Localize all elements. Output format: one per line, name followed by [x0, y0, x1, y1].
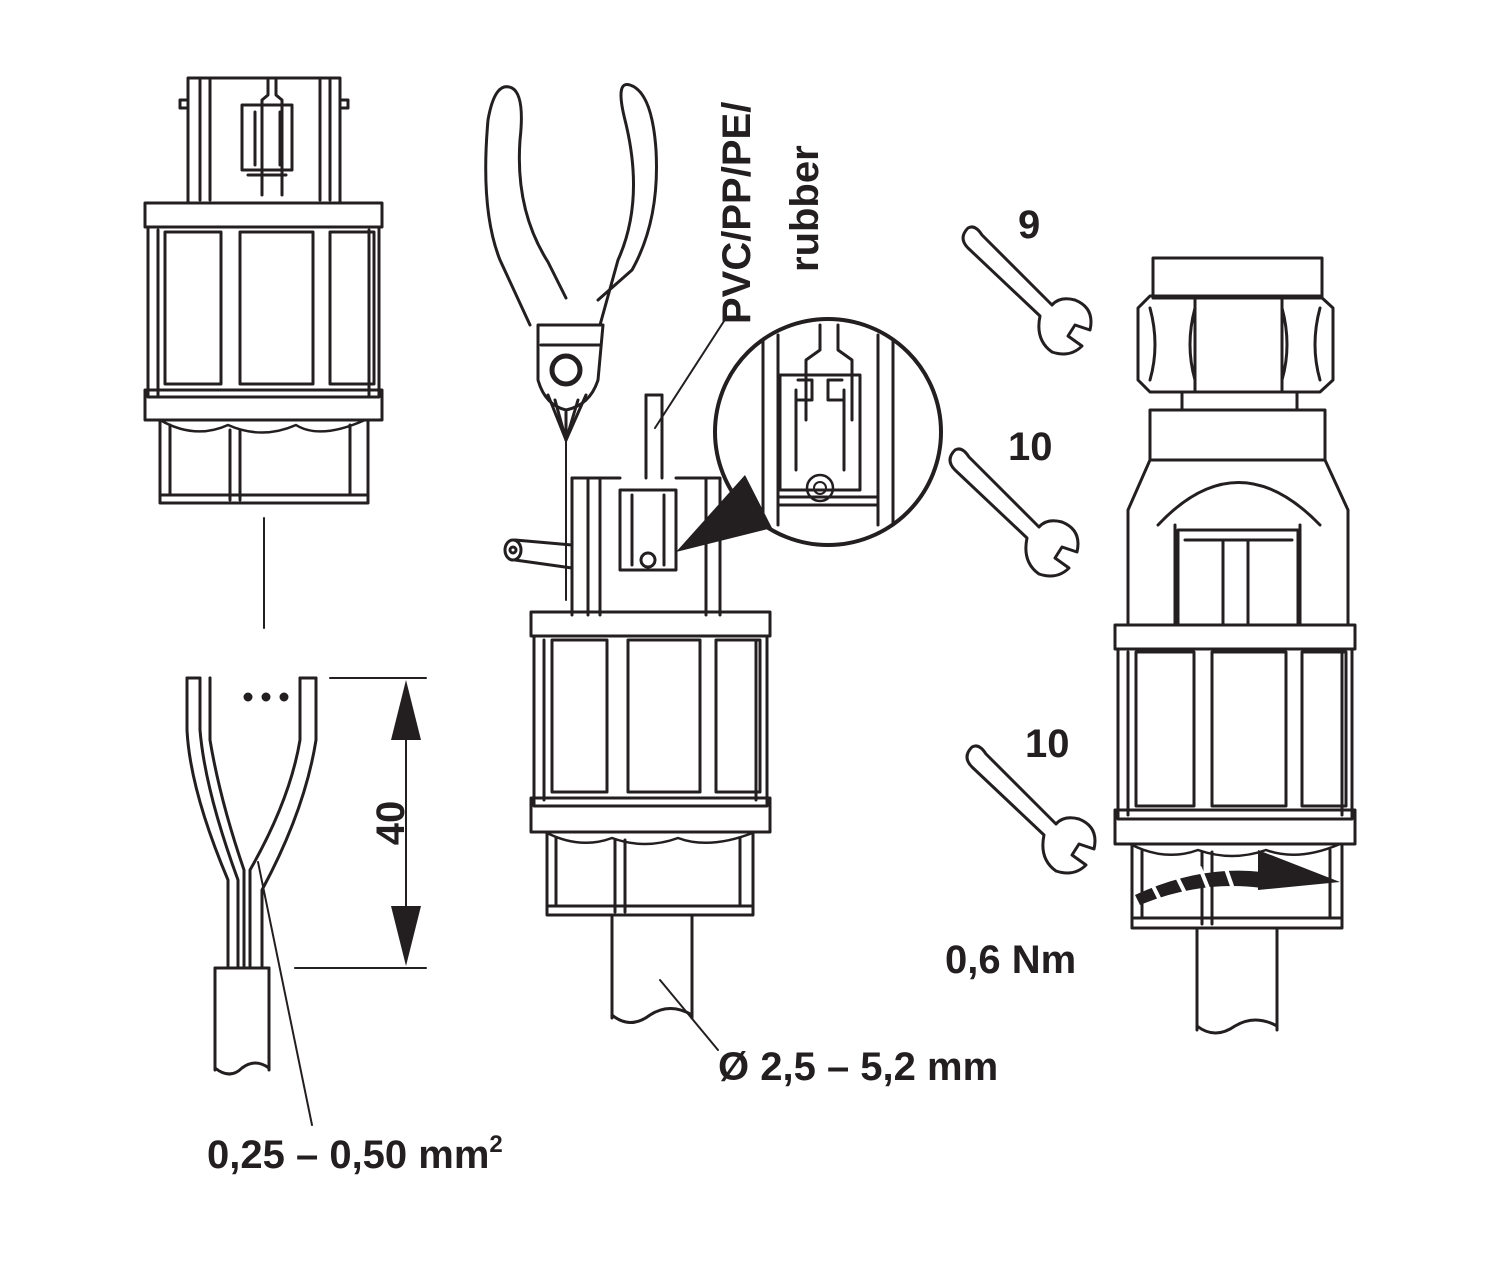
dimension-arrow-up [391, 680, 421, 740]
wire-cross-section-label: 0,25 – 0,50 mm2 [207, 1131, 503, 1177]
insulation-material-label-line1: PVC/PP/PE/ [715, 102, 759, 324]
wrench-size-middle-label: 10 [1008, 425, 1053, 469]
wrench-icon [948, 447, 1080, 578]
rotation-arrow-icon [1135, 850, 1340, 905]
magnifier-callout-icon [713, 317, 943, 547]
wrench-size-bottom-label: 10 [1025, 722, 1070, 766]
connector-icon [143, 76, 384, 505]
wrench-icon [965, 744, 1097, 875]
wrench-size-top-label: 9 [1018, 203, 1040, 247]
cable-diameter-label: Ø 2,5 – 5,2 mm [718, 1045, 998, 1089]
dimension-arrow-down [391, 906, 421, 966]
wrench-icon [961, 225, 1093, 356]
strip-length-label: 40 [369, 801, 413, 846]
wire-icon [185, 676, 318, 1126]
callout-pointer [676, 475, 772, 552]
pliers-icon [484, 82, 658, 601]
dimension-arrow-icon [294, 677, 427, 969]
insulation-material-label-line2: rubber [783, 145, 827, 272]
ellipsis-dot [279, 692, 289, 702]
connector-icon [1113, 256, 1357, 1035]
ellipsis-dot [261, 692, 271, 702]
connector-icon [503, 317, 772, 1051]
ellipsis-dot [243, 692, 253, 702]
tightening-torque-label: 0,6 Nm [945, 938, 1076, 982]
